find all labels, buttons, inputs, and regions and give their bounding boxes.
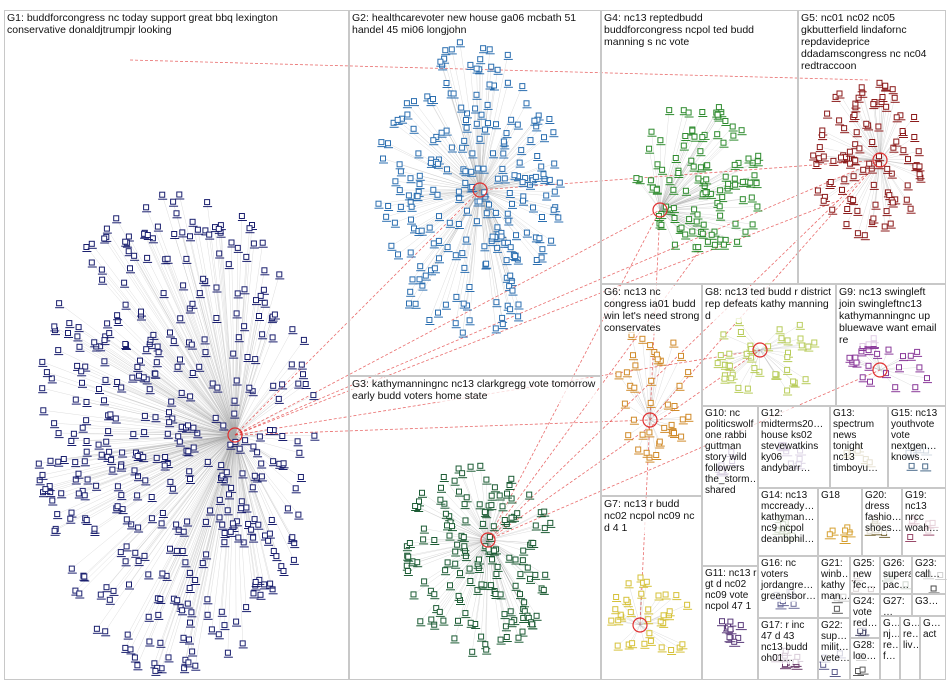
group-box-g18: G18 (818, 488, 862, 556)
group-label-g20: G20: dress fashio… shoes… (865, 490, 901, 534)
group-label-g16: G16: nc voters jordangre… greensbor… (761, 558, 817, 602)
group-label-g27: G27: … (883, 596, 912, 616)
group-box-g24: G24: vote red… (850, 594, 880, 638)
group-label-g25: G25: new fec… pac… (853, 558, 880, 594)
group-box-g6: G6: nc13 nc congress ia01 budd win let's… (601, 284, 702, 496)
group-label-g19: G19: nc13 nrcc woah… (905, 490, 945, 534)
group-box-g17: G17: r inc 47 d 43 nc13 budd oh01… (758, 618, 818, 680)
group-box-g25: G25: new fec… pac… (850, 556, 880, 594)
group-label-g26: G26: superap pac… (883, 558, 912, 591)
group-box-g1: G1: buddforcongress nc today support gre… (4, 10, 349, 680)
group-label-g15: G15: nc13 youthvote vote nextgen… knows… (891, 408, 945, 463)
group-box-g7: G7: nc13 r budd nc02 ncpol nc09 nc d 4 1 (601, 496, 702, 680)
group-label-g8: G8: nc13 ted budd r district rep defeats… (705, 286, 833, 322)
group-label-g7: G7: nc13 r budd nc02 ncpol nc09 nc d 4 1 (604, 498, 700, 534)
group-label-g30: G… re… liv… (903, 618, 920, 651)
group-label-g2: G2: healthcarevoter new house ga06 mcbat… (352, 12, 597, 36)
group-label-g13: G13: spectrum news tonight nc13 timboyu… (833, 408, 887, 474)
group-box-g21: G21: winb… kathy man… (818, 556, 850, 618)
group-box-g31: G… act (920, 616, 946, 680)
group-box-g13: G13: spectrum news tonight nc13 timboyu… (830, 406, 888, 488)
group-box-g20: G20: dress fashio… shoes… (862, 488, 902, 556)
group-label-g24: G24: vote red… (853, 596, 880, 629)
group-label-g23: G23: call… (915, 558, 946, 580)
group-box-g28: G28: loo… (850, 638, 880, 680)
group-label-g18: G18 (821, 490, 861, 501)
group-label-g28: G28: loo… (853, 640, 880, 662)
group-label-g4: G4: nc13 reptedbudd buddforcongress ncpo… (604, 12, 764, 48)
group-label-g1: G1: buddforcongress nc today support gre… (7, 12, 337, 36)
group-box-g19: G19: nc13 nrcc woah… (902, 488, 946, 556)
group-box-g27: G27: … (880, 594, 912, 616)
group-box-g5: G5: nc01 nc02 nc05 gkbutterfield lindafo… (798, 10, 946, 284)
group-label-g22: G22: sup… milit… vete… (821, 620, 850, 664)
group-box-g2: G2: healthcarevoter new house ga06 mcbat… (349, 10, 601, 376)
group-label-g11: G11: nc13 r gt d nc02 nc09 vote ncpol 47… (705, 568, 757, 612)
group-label-g17: G17: r inc 47 d 43 nc13 budd oh01… (761, 620, 817, 664)
group-box-g9: G9: nc13 swingleft join swingleftnc13 ka… (836, 284, 946, 406)
group-box-g10: G10: nc politicswolf one rabbi guttman s… (702, 406, 758, 566)
group-box-g11: G11: nc13 r gt d nc02 nc09 vote ncpol 47… (702, 566, 758, 680)
group-label-g21: G21: winb… kathy man… (821, 558, 850, 602)
group-box-g12: G12: midterms20… house ks02 stevewatkins… (758, 406, 830, 488)
group-label-g31: G… act (923, 618, 946, 640)
group-box-g14: G14: nc13 mccready… kathyman… nc9 ncpol … (758, 488, 818, 556)
group-box-g30: G… re… liv… (900, 616, 920, 680)
group-box-g4: G4: nc13 reptedbudd buddforcongress ncpo… (601, 10, 798, 284)
group-label-g12: G12: midterms20… house ks02 stevewatkins… (761, 408, 829, 474)
group-label-g14: G14: nc13 mccready… kathyman… nc9 ncpol … (761, 490, 817, 545)
group-box-g8: G8: nc13 ted budd r district rep defeats… (702, 284, 836, 406)
group-box-g23: G23: call… (912, 556, 946, 594)
group-box-g15: G15: nc13 youthvote vote nextgen… knows… (888, 406, 946, 488)
group-label-g6: G6: nc13 nc congress ia01 budd win let's… (604, 286, 700, 334)
group-label-g5: G5: nc01 nc02 nc05 gkbutterfield lindafo… (801, 12, 943, 72)
group-label-g3x: G3… (915, 596, 946, 607)
group-box-g26: G26: superap pac… (880, 556, 912, 594)
group-box-g3x: G3… (912, 594, 946, 616)
group-box-g3: G3: kathymanningnc nc13 clarkgregg vote … (349, 376, 601, 680)
group-label-g9: G9: nc13 swingleft join swingleftnc13 ka… (839, 286, 944, 346)
group-label-g29: G… nj… re… f… (883, 618, 900, 662)
group-box-g16: G16: nc voters jordangre… greensbor… (758, 556, 818, 618)
group-label-g10: G10: nc politicswolf one rabbi guttman s… (705, 408, 757, 496)
group-label-g3: G3: kathymanningnc nc13 clarkgregg vote … (352, 378, 597, 402)
group-box-g22: G22: sup… milit… vete… (818, 618, 850, 680)
group-box-g29: G… nj… re… f… (880, 616, 900, 680)
